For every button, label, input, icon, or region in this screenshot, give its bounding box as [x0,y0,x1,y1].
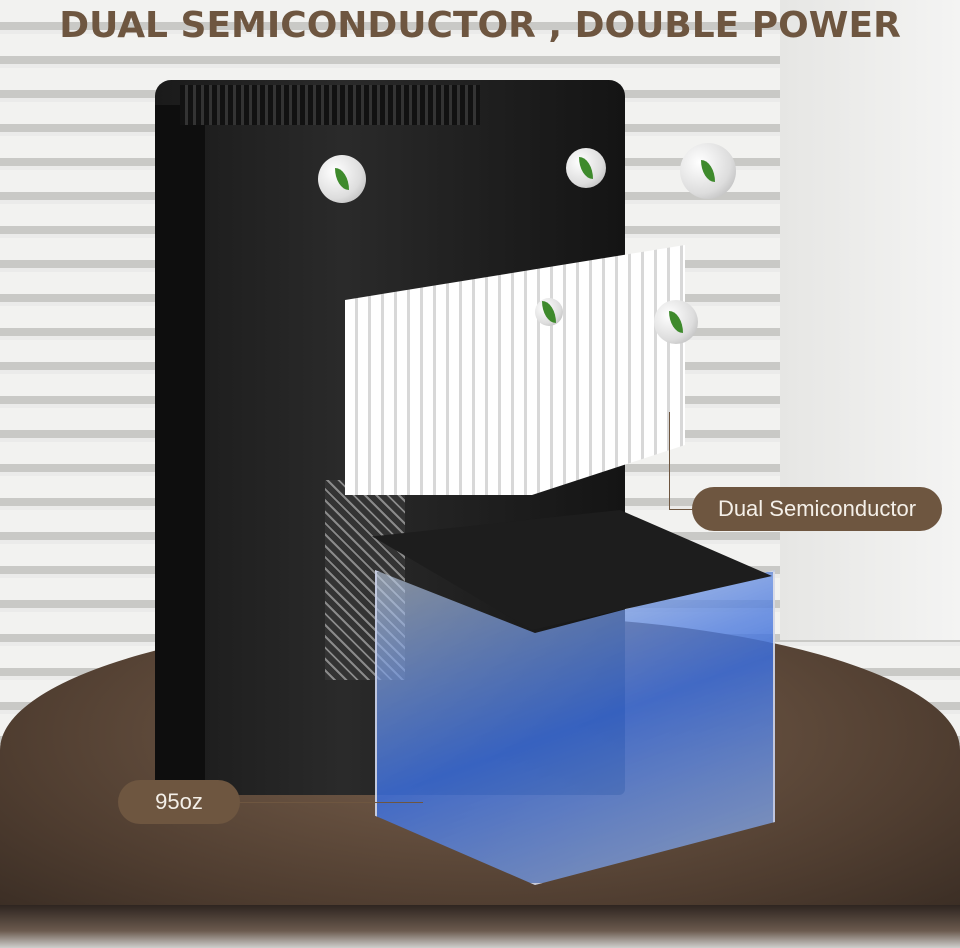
table-edge [0,905,960,948]
leaf-bubble-icon [318,155,366,203]
background-wall [780,0,960,640]
callout-line [669,412,670,509]
water-tank [375,570,775,885]
callout-line [238,802,423,803]
leaf-bubble-icon [680,143,736,199]
leaf-bubble-icon [535,298,563,326]
capacity-label: 95oz [118,780,240,824]
headline: DUAL SEMICONDUCTOR , DOUBLE POWER [59,5,901,46]
callout-line [669,509,694,510]
leaf-bubble-icon [566,148,606,188]
dehumidifier-side [155,105,205,795]
leaf-bubble-icon [654,300,698,344]
top-vent [180,85,480,125]
dual-semiconductor-label: Dual Semiconductor [692,487,942,531]
